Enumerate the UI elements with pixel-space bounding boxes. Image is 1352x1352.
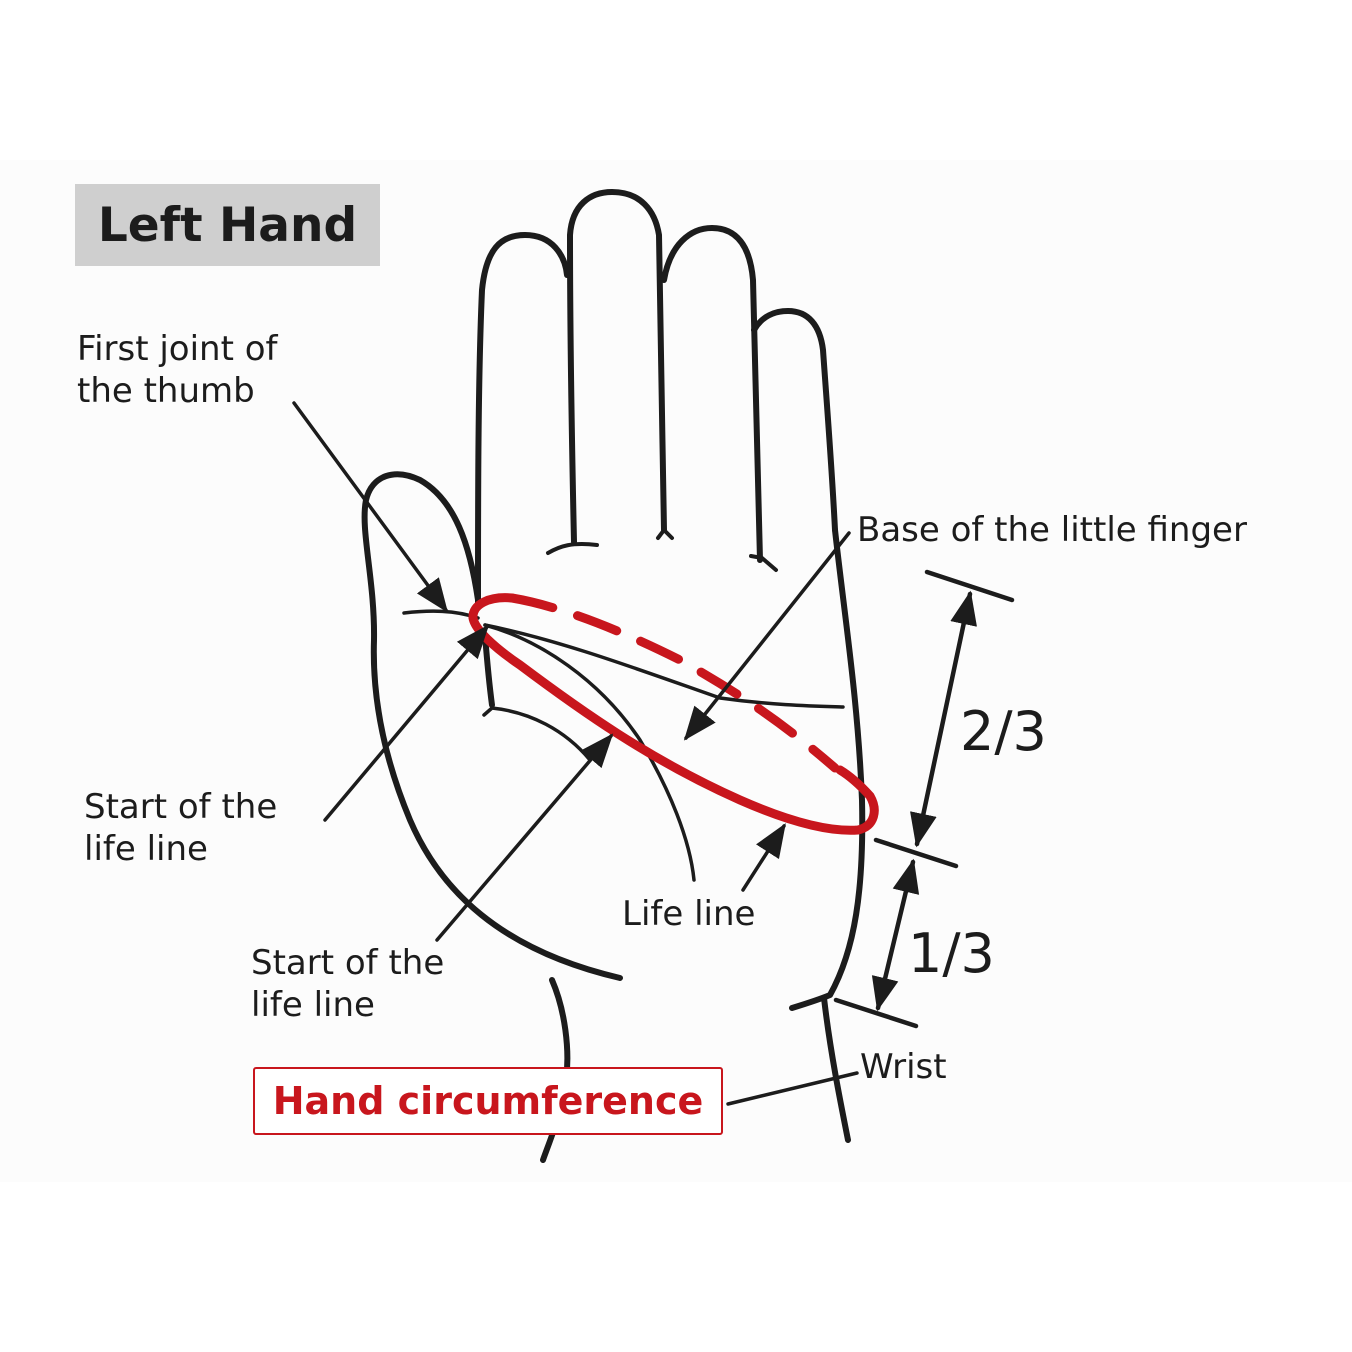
- crease-middle-ring: [656, 526, 674, 540]
- measurement-guides: [833, 569, 1015, 1029]
- title-badge: Left Hand: [75, 184, 380, 266]
- page-title: Left Hand: [97, 197, 358, 253]
- label-base-little-finger: Base of the little finger: [857, 510, 1247, 550]
- dim-two-thirds: [910, 590, 977, 848]
- loop-solid-front: [468, 593, 879, 835]
- heart-line: [483, 623, 696, 882]
- label-start-life-line-2: Start of the life line: [251, 942, 444, 1026]
- palm-right-edge: [789, 527, 866, 1011]
- crease-index-middle: [546, 542, 599, 555]
- label-line: life line: [251, 985, 375, 1025]
- label-two-thirds: 2/3: [960, 700, 1047, 763]
- little-finger: [751, 308, 838, 533]
- wrist-right-line: [821, 995, 851, 1143]
- thumb-joint-line: [402, 609, 480, 620]
- arrow-start-life-line-1: [323, 624, 490, 822]
- crease-ring-little: [749, 554, 778, 572]
- life-line-inner: [482, 706, 592, 762]
- label-line: the thumb: [77, 371, 255, 411]
- arrow-life-line: [741, 823, 786, 892]
- label-one-third: 1/3: [908, 922, 995, 985]
- index-finger: [475, 232, 570, 608]
- loop-dashed-back: [507, 593, 840, 773]
- head-line: [483, 623, 845, 709]
- arrow-start-life-line-2: [435, 733, 614, 942]
- arrow-base-little-finger: [683, 531, 851, 741]
- middle-finger: [567, 189, 667, 545]
- circumference-loop: [468, 593, 879, 835]
- tick-bottom: [833, 997, 919, 1029]
- tick-top: [924, 569, 1015, 603]
- label-line: life line: [84, 829, 208, 869]
- leader-arrows: [292, 401, 859, 1106]
- label-line: Start of the: [84, 787, 278, 827]
- label-start-life-line-1: Start of the life line: [84, 786, 277, 870]
- label-line: Start of the: [251, 943, 445, 983]
- ring-finger: [661, 225, 763, 563]
- hand-circumference-callout: Hand circumference: [253, 1067, 723, 1135]
- label-life-line: Life line: [622, 894, 756, 934]
- callout-text: Hand circumference: [272, 1079, 704, 1123]
- wrist-leader: [726, 1071, 859, 1106]
- label-wrist: Wrist: [860, 1047, 947, 1087]
- thumb: [361, 471, 623, 981]
- hand-outline: [361, 189, 866, 1163]
- diagram-panel: [0, 160, 1352, 1182]
- dim-one-third: [871, 858, 920, 1012]
- label-line: First joint of: [77, 329, 278, 369]
- finger-creases: [546, 526, 778, 572]
- arrow-first-joint: [292, 401, 449, 613]
- tick-middle: [873, 837, 959, 869]
- label-first-joint-thumb: First joint of the thumb: [77, 328, 278, 412]
